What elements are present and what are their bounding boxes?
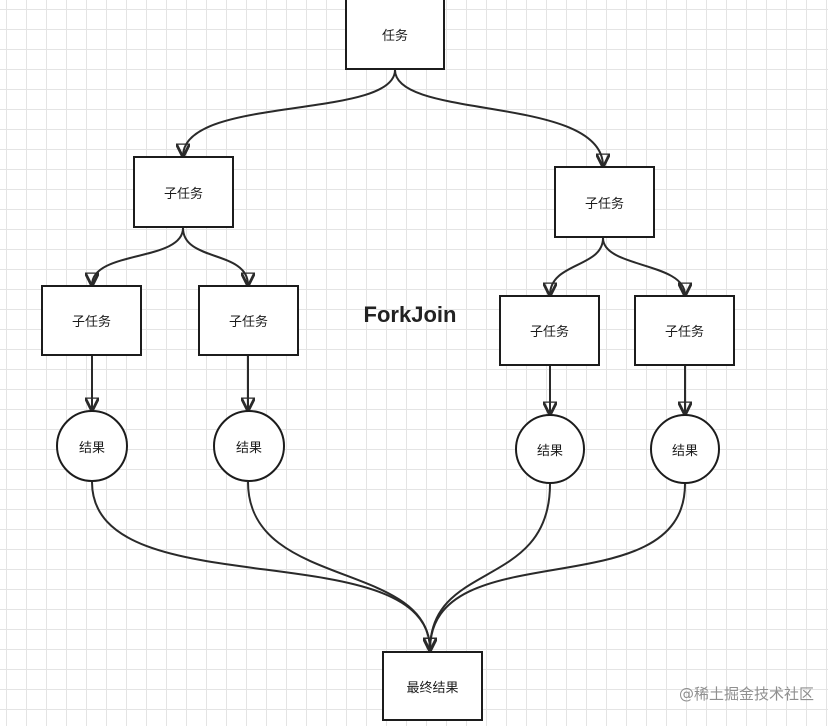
node-leaf-task-1: 子任务 — [41, 285, 142, 356]
node-subtask-left-label: 子任务 — [163, 186, 203, 202]
edge-result3-final — [430, 483, 551, 650]
node-leaf-task-4-label: 子任务 — [664, 325, 704, 340]
edge-root-left — [183, 69, 396, 156]
node-result-4-label: 结果 — [671, 443, 698, 459]
node-leaf-task-3-label: 子任务 — [529, 325, 569, 340]
node-result-3: 结果 — [515, 414, 585, 484]
edge-right-leaf3 — [550, 237, 604, 295]
node-root-label: 任务 — [381, 28, 408, 44]
node-subtask-right-label: 子任务 — [584, 196, 624, 212]
node-leaf-task-3: 子任务 — [499, 295, 600, 366]
edge-root-right — [394, 69, 603, 166]
edge-result1-final — [91, 481, 430, 650]
edge-result2-final — [247, 481, 430, 650]
node-result-1-label: 结果 — [78, 440, 105, 456]
edge-right-leaf4 — [602, 237, 685, 295]
edge-left-leaf2 — [182, 227, 248, 285]
node-subtask-right: 子任务 — [554, 166, 655, 238]
node-leaf-task-2: 子任务 — [198, 285, 299, 356]
node-final-result: 最终结果 — [382, 651, 483, 721]
node-root-task: 任务 — [345, 0, 445, 70]
edge-result4-final — [430, 483, 686, 650]
edge-left-leaf1 — [92, 227, 184, 285]
node-final-result-label: 最终结果 — [406, 680, 459, 696]
node-leaf-task-4: 子任务 — [634, 295, 735, 366]
node-result-3-label: 结果 — [536, 443, 563, 459]
node-leaf-task-1-label: 子任务 — [71, 315, 111, 330]
node-result-2: 结果 — [213, 410, 285, 482]
node-leaf-task-2-label: 子任务 — [228, 315, 268, 330]
watermark: @稀土掘金技术社区 — [678, 685, 814, 703]
diagram-title: ForkJoin — [363, 302, 457, 327]
node-subtask-left: 子任务 — [133, 156, 234, 228]
node-result-1: 结果 — [56, 410, 128, 482]
node-result-4: 结果 — [650, 414, 720, 484]
node-result-2-label: 结果 — [235, 440, 262, 456]
